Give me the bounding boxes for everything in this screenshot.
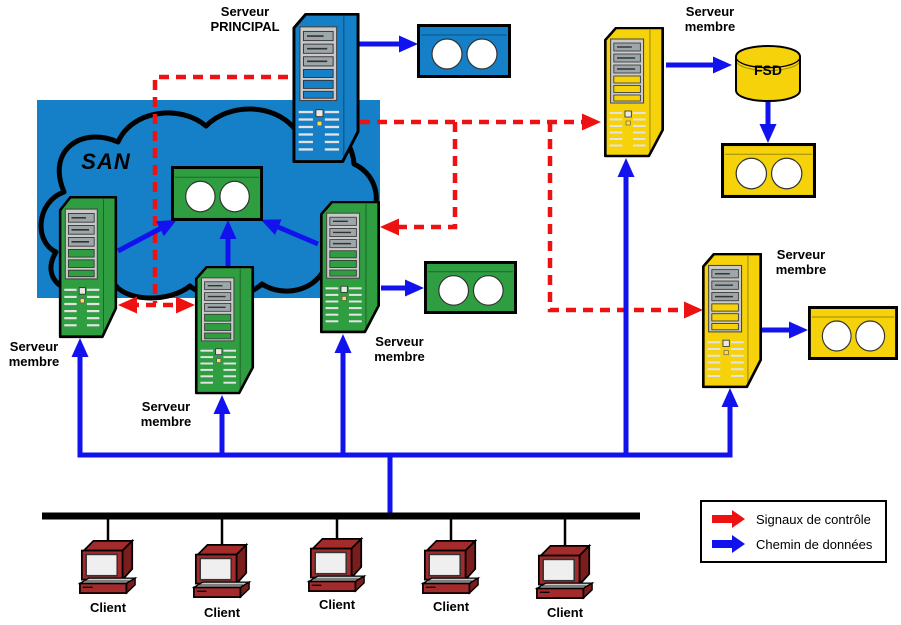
tape-drive-yellow-top-icon [721, 143, 816, 198]
client-label: Client [89, 600, 127, 615]
client-computer-icon [306, 536, 368, 594]
tape-drive-green-right-icon [424, 261, 517, 314]
client-computer-icon [420, 538, 482, 596]
member-server-top-right-label: Serveur membre [684, 4, 736, 34]
member-server-right-label: Serveur membre [775, 247, 827, 277]
control-signal-arrow-icon [712, 510, 745, 528]
principal-server-label: Serveur PRINCIPAL [210, 4, 280, 34]
fsd-label: FSD [754, 62, 782, 78]
client-label: Client [432, 599, 470, 614]
member-server-green-right-icon [316, 201, 384, 335]
legend-control-label: Signaux de contrôle [756, 511, 871, 527]
member-server-center-right-label: Serveur membre [374, 334, 425, 364]
client-computer-icon [191, 542, 253, 600]
member-server-yellow-top-icon [600, 27, 668, 159]
legend-row-data: Chemin de données [712, 535, 885, 553]
client-label: Client [203, 605, 241, 620]
member-server-green-left-icon [55, 196, 121, 340]
member-server-middle-label: Serveur membre [140, 399, 192, 429]
client-label: Client [546, 605, 584, 620]
member-server-yellow-right-icon [698, 253, 766, 390]
member-server-left-label: Serveur membre [8, 339, 60, 369]
client-computer-icon [534, 543, 596, 601]
legend-data-label: Chemin de données [756, 536, 873, 552]
control-signal-lines [118, 74, 703, 319]
san-label: SAN [81, 149, 131, 174]
principal-server-icon [288, 13, 364, 165]
data-path-arrow-icon [712, 535, 745, 553]
tape-drive-yellow-right-icon [808, 306, 898, 360]
tape-drive-blue-icon [417, 24, 511, 78]
member-server-green-middle-icon [191, 266, 258, 396]
data-path-lines [71, 35, 808, 514]
client-label: Client [318, 597, 356, 612]
client-computer-icon [77, 538, 139, 596]
legend: Signaux de contrôle Chemin de données [700, 500, 887, 563]
legend-row-control: Signaux de contrôle [712, 510, 885, 528]
tape-drive-green-san-icon [171, 166, 263, 221]
